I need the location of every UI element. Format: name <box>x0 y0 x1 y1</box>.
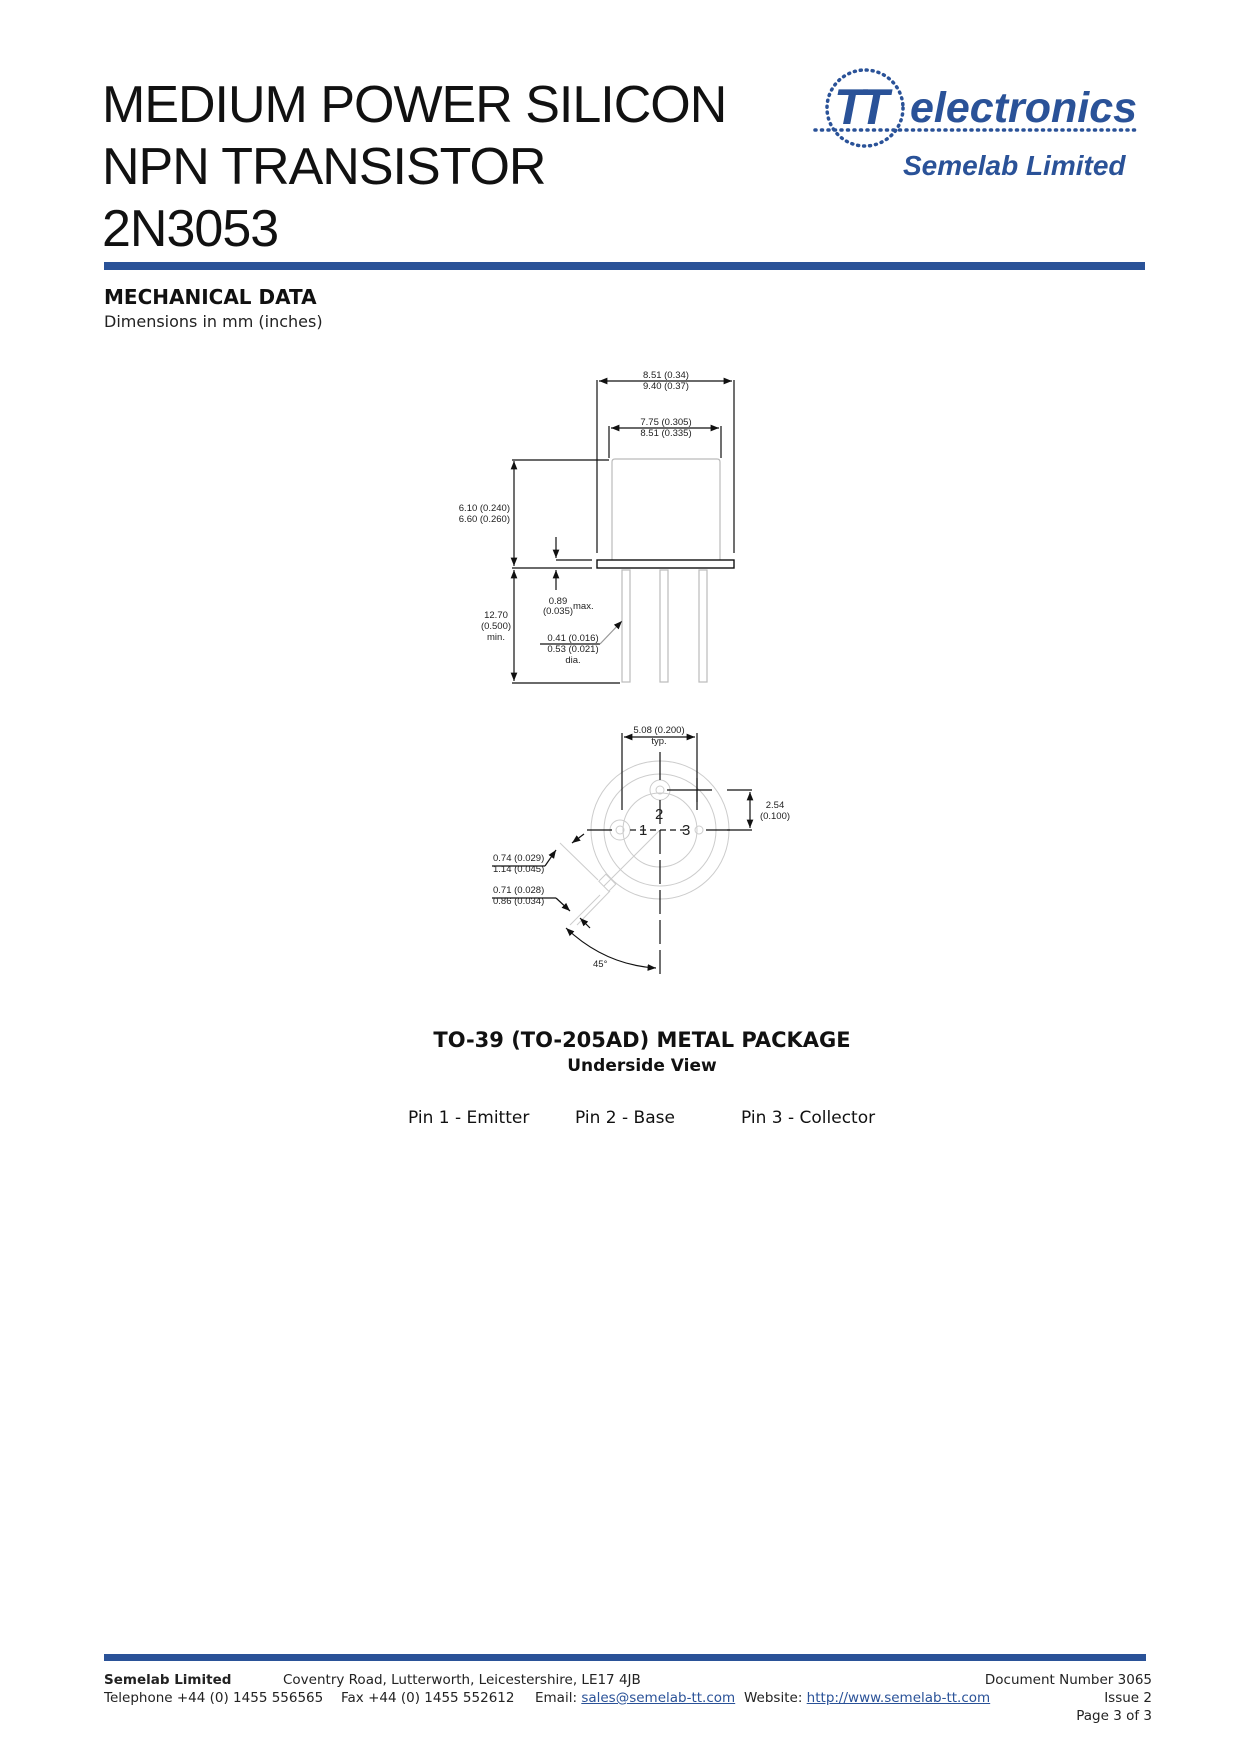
dim-overall-max: 9.40 (0.37) <box>643 381 689 392</box>
part-number: 2N3053 <box>102 200 279 258</box>
footer-divider <box>104 1654 1146 1661</box>
dim-offset-in: (0.100) <box>760 811 790 822</box>
dim-height-max: 6.60 (0.260) <box>459 514 510 525</box>
dim-tab-width-min: 0.74 (0.029) <box>493 853 544 864</box>
website-link[interactable]: http://www.semelab-tt.com <box>806 1690 991 1706</box>
email-link[interactable]: sales@semelab-tt.com <box>581 1690 736 1706</box>
issue-number: Issue 2 <box>1104 1690 1152 1706</box>
section-heading: MECHANICAL DATA <box>104 285 317 309</box>
logo-tt: TT <box>834 79 894 135</box>
logo-electronics: electronics <box>910 84 1137 132</box>
pin-label-1: 1 <box>639 822 647 839</box>
footer-company: Semelab Limited <box>104 1672 232 1688</box>
document-number: Document Number 3065 <box>984 1672 1152 1688</box>
pin-label-3: 3 <box>682 822 690 839</box>
dim-lead-length: 12.70 <box>484 610 508 621</box>
bottom-view-drawing <box>492 733 754 975</box>
pin-1-description: Pin 1 - Emitter <box>408 1108 530 1128</box>
dim-lead-dia-max: 0.53 (0.021) <box>547 644 598 655</box>
dim-lead-length-in: (0.500) <box>481 621 511 632</box>
title-line-2: NPN TRANSISTOR <box>102 138 546 196</box>
page-number: Page 3 of 3 <box>1076 1708 1152 1724</box>
dim-lead-dia-min: 0.41 (0.016) <box>547 633 598 644</box>
footer-fax: Fax +44 (0) 1455 552612 <box>341 1690 515 1706</box>
dim-flange-max: max. <box>573 601 594 612</box>
dim-pin-spacing-typ: typ. <box>651 736 666 747</box>
dim-tab-width-max: 1.14 (0.045) <box>493 864 544 875</box>
dim-overall-min: 8.51 (0.34) <box>643 370 689 381</box>
logo-semelab: Semelab Limited <box>903 150 1126 181</box>
footer-website: Website: http://www.semelab-tt.com <box>744 1690 990 1706</box>
dim-body-min: 7.75 (0.305) <box>640 417 691 428</box>
package-view: Underside View <box>567 1056 717 1076</box>
pin-label-2: 2 <box>655 806 663 823</box>
title-line-1: MEDIUM POWER SILICON <box>102 76 727 134</box>
package-title: TO-39 (TO-205AD) METAL PACKAGE <box>433 1028 851 1052</box>
bottom-view-labels: 5.08 (0.200) typ. 2.54 (0.100) 0.74 (0.0… <box>493 725 790 970</box>
dim-angle: 45° <box>593 959 608 970</box>
footer-telephone: Telephone +44 (0) 1455 556565 <box>104 1690 324 1706</box>
dim-height-min: 6.10 (0.240) <box>459 503 510 514</box>
pin-2-description: Pin 2 - Base <box>575 1108 675 1128</box>
footer-email: Email: sales@semelab-tt.com <box>535 1690 735 1706</box>
dim-tab-length-max: 0.86 (0.034) <box>493 896 544 907</box>
dim-body-max: 8.51 (0.335) <box>640 428 691 439</box>
side-view-drawing <box>510 377 735 684</box>
dim-pin-spacing: 5.08 (0.200) <box>633 725 684 736</box>
section-subheading: Dimensions in mm (inches) <box>104 312 323 331</box>
dim-flange-in: (0.035) <box>543 606 573 617</box>
dim-lead-dia-label: dia. <box>565 655 580 666</box>
company-logo: TT electronics Semelab Limited <box>813 68 1137 181</box>
website-label: Website: <box>744 1690 803 1706</box>
dim-flange: 0.89 <box>549 596 568 607</box>
email-label: Email: <box>535 1690 578 1706</box>
dim-tab-length-min: 0.71 (0.028) <box>493 885 544 896</box>
side-view-labels: 8.51 (0.34) 9.40 (0.37) 7.75 (0.305) 8.5… <box>459 370 692 666</box>
header-divider <box>104 262 1145 270</box>
pin-3-description: Pin 3 - Collector <box>741 1108 876 1128</box>
dim-lead-length-min: min. <box>487 632 505 643</box>
dim-offset: 2.54 <box>766 800 785 811</box>
footer-address: Coventry Road, Lutterworth, Leicestershi… <box>283 1672 641 1688</box>
